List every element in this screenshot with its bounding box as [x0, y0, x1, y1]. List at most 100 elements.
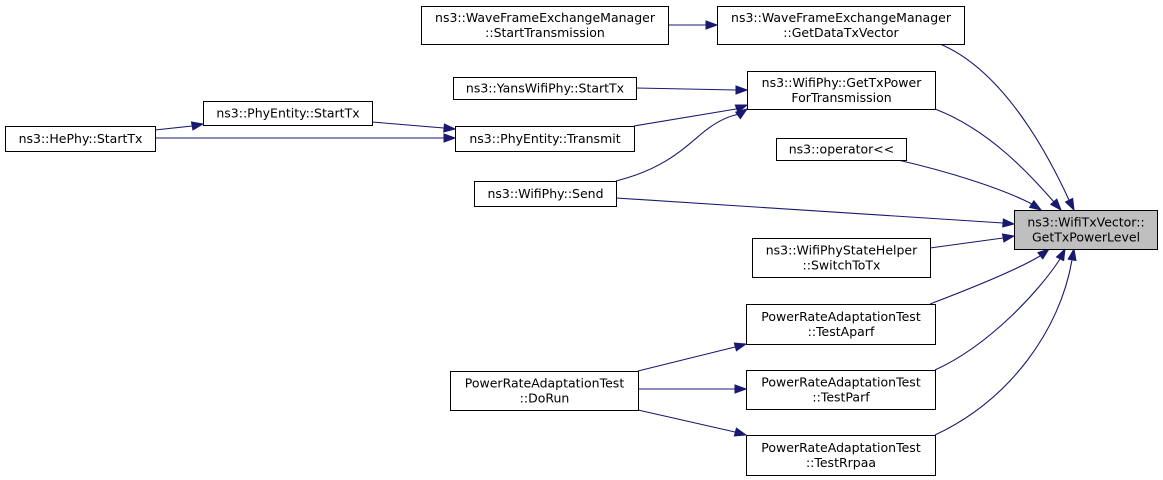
node-hephy[interactable]: ns3::HePhy::StartTx — [5, 126, 156, 152]
node-label-line: ::SwitchToTx — [803, 258, 881, 273]
node-box — [455, 126, 635, 152]
node-label-line: ForTransmission — [791, 90, 891, 105]
edge-dorun-to-rrpaa — [637, 409, 748, 437]
node-label-line: ns3::WifiTxVector:: — [1027, 215, 1144, 230]
edge-phyentity_st-to-phyentity_tr — [371, 121, 457, 133]
edge-line — [615, 108, 748, 182]
node-phyentity-st[interactable]: ns3::PhyEntity::StartTx — [203, 101, 373, 126]
arrow-head — [1049, 198, 1062, 212]
node-box — [752, 238, 931, 278]
edge-wfem_getdata-to-target — [939, 43, 1075, 212]
node-box — [203, 101, 373, 126]
node-label-line: ::StartTransmission — [485, 25, 605, 40]
node-label-line: ns3::WaveFrameExchangeManager — [731, 10, 952, 25]
node-label-line: ::GetDataTxVector — [783, 25, 899, 40]
node-label-line: ns3::HePhy::StartTx — [19, 131, 143, 146]
edge-hephy-to-phyentity_tr — [155, 133, 457, 143]
node-label-line: ns3::YansWifiPhy::StartTx — [466, 81, 624, 96]
node-box — [1014, 210, 1158, 250]
edge-line — [929, 235, 1015, 249]
arrow-head — [733, 427, 748, 437]
node-label-line: ns3::operator<< — [789, 142, 895, 157]
node-box — [5, 126, 156, 152]
edge-line — [929, 248, 1050, 305]
node-label-line: PowerRateAdaptationTest — [761, 309, 921, 324]
edge-operator-to-target — [897, 159, 1043, 211]
edge-line — [934, 248, 1075, 436]
arrow-head — [1001, 233, 1016, 243]
edge-line — [633, 104, 748, 127]
edge-line — [371, 121, 456, 130]
node-box — [747, 71, 936, 110]
node-box — [717, 6, 965, 45]
node-wfem-start[interactable]: ns3::WaveFrameExchangeManager::StartTran… — [421, 6, 669, 45]
edge-rrpaa-to-target — [934, 247, 1077, 436]
arrow-head — [443, 123, 457, 133]
edge-wifiphy_gettx-to-target — [934, 108, 1062, 212]
node-aparf[interactable]: PowerRateAdaptationTest::TestAparf — [746, 304, 936, 345]
node-label-line: PowerRateAdaptationTest — [465, 376, 625, 391]
node-label-line: ns3::PhyEntity::Transmit — [469, 131, 620, 146]
node-label-line: ns3::WifiPhy::GetTxPower — [762, 75, 923, 90]
node-box — [453, 77, 637, 100]
node-box — [776, 138, 907, 161]
node-phyentity-tr[interactable]: ns3::PhyEntity::Transmit — [455, 126, 635, 152]
edge-line — [635, 87, 747, 91]
edge-line — [939, 43, 1075, 211]
arrow-head — [734, 104, 749, 114]
node-label-line: ::DoRun — [520, 391, 570, 406]
arrow-head — [190, 121, 205, 131]
node-label-line: ::TestParf — [812, 390, 870, 405]
edge-line — [637, 343, 747, 372]
arrow-head — [1067, 247, 1077, 262]
edge-line — [897, 159, 1042, 211]
edge-wifiphy_send-to-target — [615, 197, 1016, 228]
arrow-head — [1037, 248, 1051, 260]
node-parf[interactable]: PowerRateAdaptationTest::TestParf — [746, 370, 936, 410]
arrow-head — [733, 342, 748, 352]
node-wifiphy-send[interactable]: ns3::WifiPhy::Send — [474, 181, 617, 207]
node-label-line: PowerRateAdaptationTest — [761, 375, 921, 390]
node-label-line: ns3::WifiPhy::Send — [487, 186, 603, 201]
node-label-line: ::TestRrpaa — [806, 455, 876, 470]
node-dorun[interactable]: PowerRateAdaptationTest::DoRun — [450, 371, 639, 411]
arrow-head — [735, 85, 749, 95]
node-box — [746, 304, 936, 345]
node-box — [746, 435, 936, 476]
node-box — [421, 6, 669, 45]
node-label-line: ns3::WaveFrameExchangeManager — [435, 10, 656, 25]
node-label-line: GetTxPowerLevel — [1032, 230, 1140, 245]
arrow-head — [1064, 197, 1075, 212]
edge-line — [637, 409, 747, 436]
edge-aparf-to-target — [929, 248, 1051, 305]
nodes-layer: ns3::WaveFrameExchangeManager::StartTran… — [5, 6, 1158, 476]
edge-line — [615, 197, 1015, 225]
node-box — [474, 181, 617, 207]
node-wfem-getdata[interactable]: ns3::WaveFrameExchangeManager::GetDataTx… — [717, 6, 965, 45]
edge-line — [934, 248, 1066, 371]
edge-parf-to-target — [934, 247, 1066, 371]
node-label-line: ::TestAparf — [808, 324, 875, 339]
edge-yans_starttx-to-wifiphy_gettx — [635, 85, 749, 95]
arrow-head — [734, 384, 748, 394]
edge-wfem_start-to-wfem_getdata — [668, 20, 719, 30]
edge-wifiphy_send-to-wifiphy_gettx — [615, 108, 749, 182]
arrow-head — [734, 108, 749, 120]
node-rrpaa[interactable]: PowerRateAdaptationTest::TestRrpaa — [746, 435, 936, 476]
node-label-line: ns3::PhyEntity::StartTx — [216, 106, 359, 121]
arrow-head — [1055, 247, 1066, 262]
arrow-head — [1002, 218, 1016, 228]
edges-layer — [154, 20, 1077, 437]
edge-statehelper-to-target — [929, 233, 1016, 249]
edge-dorun-to-aparf — [637, 342, 748, 372]
edge-hephy-to-phyentity_st — [154, 121, 205, 131]
node-yans-starttx[interactable]: ns3::YansWifiPhy::StartTx — [453, 77, 637, 100]
node-target[interactable]: ns3::WifiTxVector::GetTxPowerLevel — [1014, 210, 1158, 250]
arrow-head — [1028, 199, 1043, 211]
node-operator[interactable]: ns3::operator<< — [776, 138, 907, 161]
node-statehelper[interactable]: ns3::WifiPhyStateHelper::SwitchToTx — [752, 238, 931, 278]
edge-line — [934, 108, 1062, 211]
node-box — [746, 370, 936, 410]
edge-phyentity_tr-to-wifiphy_gettx — [633, 104, 749, 127]
